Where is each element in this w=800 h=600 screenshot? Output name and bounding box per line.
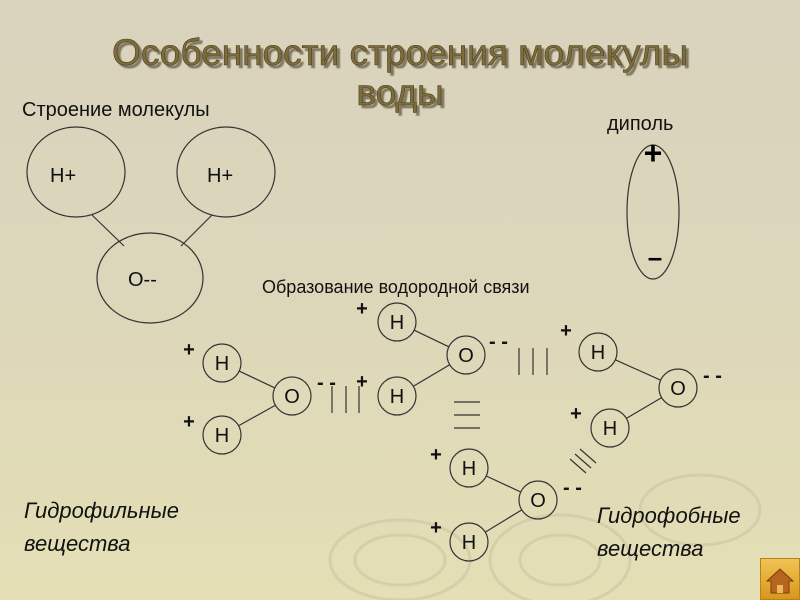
hydrogen-atom: H (390, 386, 404, 408)
home-button[interactable] (760, 558, 800, 600)
home-icon (765, 568, 795, 594)
bond-line (615, 359, 661, 381)
dipole-diagram: + – (626, 135, 680, 280)
bond-line (485, 475, 522, 493)
plus-charge: + (430, 517, 442, 539)
minus-charge: - - (317, 372, 336, 394)
structure-heading: Строение молекулы (22, 99, 210, 121)
hydrogen-atom-circle (202, 415, 242, 455)
bond-line (579, 448, 597, 464)
hydrophobic-label-2: вещества (597, 536, 704, 561)
oxygen-atom-circle (446, 335, 486, 375)
bond-line (413, 329, 450, 348)
hydrogen-atom-circle (449, 522, 489, 562)
bond-line (569, 458, 587, 474)
bond-line (238, 404, 276, 427)
plus-charge: + (570, 403, 582, 425)
oxygen-atom-circle (658, 368, 698, 408)
dipole-plus: + (644, 135, 663, 171)
bond-line (484, 509, 523, 533)
hydrogen-atom: H (462, 458, 476, 480)
oxygen-atom-circle (272, 376, 312, 416)
plus-charge: + (356, 298, 368, 320)
hydrogen-atom: H (591, 342, 605, 364)
hydrogen-atom-circle (377, 376, 417, 416)
hydrogen-atom-circle (590, 408, 630, 448)
hydrogen-left: H+ (50, 165, 76, 187)
hydrophilic-label: Гидрофильные (24, 498, 179, 523)
slide-title-line2: воды (356, 72, 443, 113)
bond-line (413, 364, 450, 387)
dipole-minus: – (648, 242, 662, 272)
oxygen: O-- (128, 269, 157, 291)
plus-charge: + (183, 339, 195, 361)
minus-charge: - - (563, 477, 582, 499)
minus-charge: - - (703, 365, 722, 387)
plus-charge: + (430, 444, 442, 466)
background-ripples (328, 473, 762, 600)
hydrogen-atom-circle (449, 448, 489, 488)
hydrogen-atom: H (462, 532, 476, 554)
oxygen-atom: O (530, 490, 546, 512)
bond-line (574, 453, 592, 469)
hbond-heading: Образование водородной связи (262, 277, 530, 297)
hydrogen-atom-circle (377, 302, 417, 342)
hydrogen-atom: H (603, 418, 617, 440)
hydrogen-atom: H (215, 425, 229, 447)
plus-charge: + (356, 371, 368, 393)
plus-charge: + (560, 320, 572, 342)
bond-line (238, 370, 276, 389)
slide-title: Особенности строения молекулы (112, 32, 688, 73)
water-molecule-structure: H+ H+ O-- (26, 126, 276, 324)
hydrogen-bond-diagram: H H O + + - - H H O + + - - H H O + + - - H H O + + - - (183, 298, 722, 562)
minus-charge: - - (489, 331, 508, 353)
hydrogen-atom: H (390, 312, 404, 334)
plus-charge: + (183, 411, 195, 433)
oxygen-atom: O (670, 378, 686, 400)
hydrogen-right: H+ (207, 165, 233, 187)
hydrophobic-label: Гидрофобные (597, 503, 741, 528)
bond-line (626, 397, 662, 419)
oxygen-atom-circle (518, 480, 558, 520)
oxygen-atom: O (458, 345, 474, 367)
hydrophilic-label-2: вещества (24, 531, 131, 556)
dipole-label: диполь (607, 113, 673, 135)
hydrogen-atom-circle (202, 343, 242, 383)
hydrogen-atom: H (215, 353, 229, 375)
hydrogen-atom-circle (578, 332, 618, 372)
oxygen-atom: O (284, 386, 300, 408)
